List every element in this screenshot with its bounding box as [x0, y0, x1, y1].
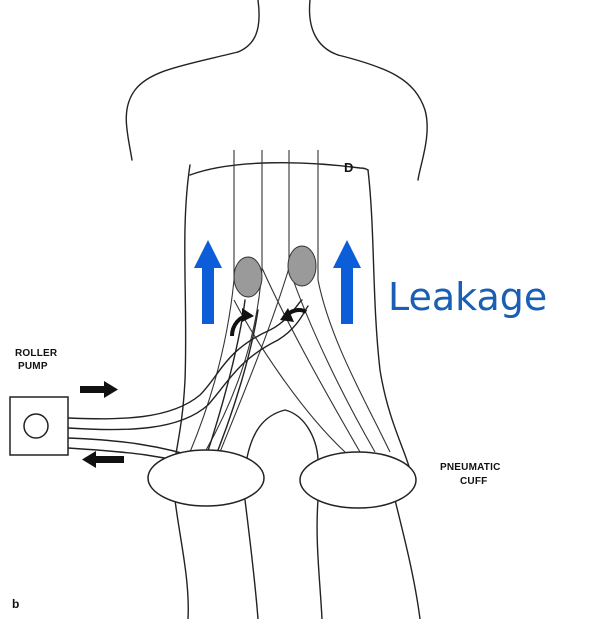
label-d: D — [344, 160, 353, 175]
roller-pump-label-line1: ROLLER — [15, 348, 58, 359]
roller-pump-label-line2: PUMP — [18, 361, 48, 372]
flow-in-arrow-icon — [82, 451, 124, 468]
left-organ — [234, 257, 262, 297]
left-cuff — [148, 450, 264, 506]
cuff-label-line1: PNEUMATIC — [440, 462, 501, 473]
vessels — [190, 150, 390, 452]
organs — [234, 246, 316, 297]
right-organ — [288, 246, 316, 286]
leakage-arrow-icon — [194, 240, 222, 324]
panel-label: b — [12, 597, 19, 611]
right-cuff — [300, 452, 416, 508]
flow-out-arrow-icon — [80, 381, 118, 398]
curved-arrow-head-icon — [242, 308, 254, 322]
roller-pump-icon — [10, 397, 68, 455]
body-outline — [126, 0, 427, 619]
cuff-label-line2: CUFF — [460, 476, 487, 487]
leakage-arrow-icon — [333, 240, 361, 324]
leakage-label: Leakage — [388, 275, 547, 319]
